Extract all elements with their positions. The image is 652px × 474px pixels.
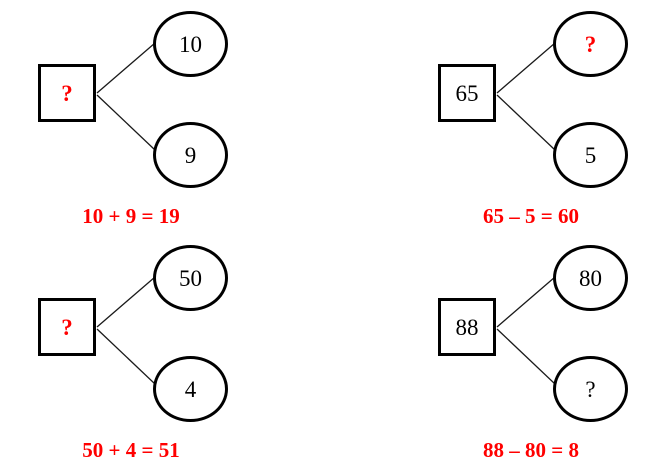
connector-line-top: [496, 42, 556, 94]
connector-line-top: [496, 276, 556, 328]
part-top-value: 80: [579, 265, 602, 291]
part-circle-bottom: 4: [153, 356, 228, 422]
whole-number-box: ?: [38, 298, 96, 356]
whole-number-value: 65: [455, 80, 479, 106]
equation-label: 88 – 80 = 8: [483, 438, 579, 462]
equation-label: 65 – 5 = 60: [483, 204, 579, 228]
connector-line-bottom: [96, 94, 156, 151]
part-bottom-value: 4: [184, 376, 197, 402]
part-circle-bottom: 5: [553, 122, 628, 188]
part-circle-top: 80: [553, 245, 628, 311]
connector-line-top: [96, 42, 156, 94]
equation-label: 50 + 4 = 51: [82, 438, 180, 462]
part-circle-top: 10: [153, 11, 228, 77]
part-bottom-value: 9: [184, 142, 197, 168]
part-top-value: ?: [584, 31, 597, 57]
whole-number-box: ?: [38, 64, 96, 122]
connector-line-bottom: [496, 94, 556, 151]
part-circle-top: ?: [553, 11, 628, 77]
part-circle-bottom: 9: [153, 122, 228, 188]
connector-line-top: [96, 276, 156, 328]
whole-number-value: ?: [61, 80, 73, 106]
whole-number-box: 88: [438, 298, 496, 356]
part-top-value: 50: [179, 265, 202, 291]
part-top-value: 10: [179, 31, 202, 57]
number-bond-top-left: ? 10 9 10 + 9 = 19: [0, 0, 300, 237]
whole-number-box: 65: [438, 64, 496, 122]
connector-line-bottom: [496, 328, 556, 385]
part-bottom-value: ?: [585, 376, 596, 402]
part-bottom-value: 5: [584, 142, 597, 168]
number-bond-bottom-left: ? 50 4 50 + 4 = 51: [0, 234, 300, 471]
part-circle-bottom: ?: [553, 356, 628, 422]
whole-number-value: ?: [61, 314, 73, 340]
number-bond-bottom-right: 88 80 ? 88 – 80 = 8: [400, 234, 652, 471]
part-circle-top: 50: [153, 245, 228, 311]
number-bond-top-right: 65 ? 5 65 – 5 = 60: [400, 0, 652, 237]
connector-line-bottom: [96, 328, 156, 385]
whole-number-value: 88: [455, 314, 479, 340]
equation-label: 10 + 9 = 19: [82, 204, 180, 228]
